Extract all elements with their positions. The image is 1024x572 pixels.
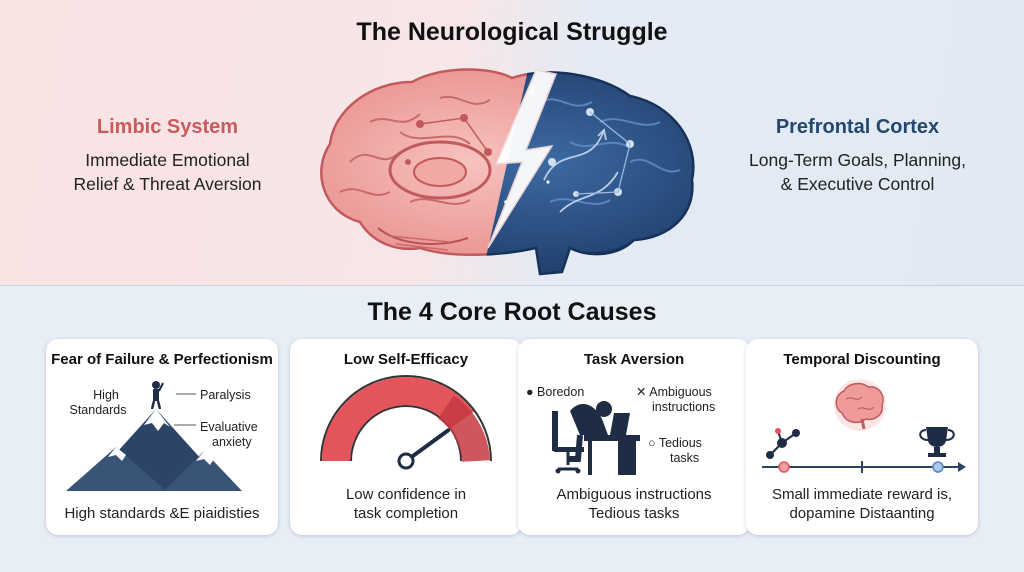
card-caption: Small immediate reward is, doрamine Dist… [771,486,953,522]
gauge-icon [320,375,492,470]
label-high: High [93,388,119,402]
label-tedious: ○ Tedious [648,436,702,450]
card-caption: High standards &E piaidisties [64,505,260,522]
brain-icon [320,68,695,276]
prefrontal-cortex-desc: Long-Term Goals, Planning, & Executive C… [749,150,966,194]
limbic-system-title: Limbic System [96,116,239,138]
card-fear-of-failure: Fear of Failure & Perfectionism High Sta… [46,339,278,535]
card-title: Low Self-Efficacy [343,351,469,368]
label-boredom: ● Boredon [526,385,585,399]
card-title: Task Aversion [583,351,685,368]
card-title: Fear of Failure & Perfectionism [51,351,273,368]
card-title: Temporal Discounting [783,351,941,368]
card-caption: Low confidence in task completion [345,486,467,522]
label-standards: Standards [69,403,127,417]
desk-person-icon [552,401,640,475]
trophy-icon [919,427,955,457]
limbic-system-desc: Immediate Emotional Relief & Threat Aver… [73,150,262,194]
neurological-struggle-section: The Neurological Struggle Limbic System … [0,0,1024,286]
lightning-bolt-icon [487,69,558,249]
card-task-aversion: Task Aversion ● Boredon ✕ Ambiguous inst… [518,339,750,535]
limbic-system-block: Limbic System Immediate Emotional Relief… [40,116,295,196]
timeline-graphic [762,379,966,473]
card-caption: Ambiguous instructions Tedious tasks [556,486,712,522]
label-paralysis: Paralysis [200,388,251,402]
prefrontal-brain-half [480,68,695,276]
prefrontal-cortex-block: Prefrontal Cortex Long-Term Goals, Plann… [720,116,995,196]
card-temporal-discounting: Temporal Discounting [746,339,978,535]
main-title: The Neurological Struggle [356,18,668,46]
molecule-icon [766,428,800,459]
label-anxiety: anxiety [212,435,252,449]
label-ambiguous: ✕ Ambiguous [636,385,712,399]
label-evaluative: Evaluative [200,420,258,434]
root-causes-title: The 4 Core Root Causes [367,298,657,326]
mountain-icon [66,381,242,491]
prefrontal-cortex-title: Prefrontal Cortex [775,116,940,138]
brain-icon [834,379,886,431]
card-low-self-efficacy: Low Self-Efficacy Low confidence in task… [290,339,522,535]
